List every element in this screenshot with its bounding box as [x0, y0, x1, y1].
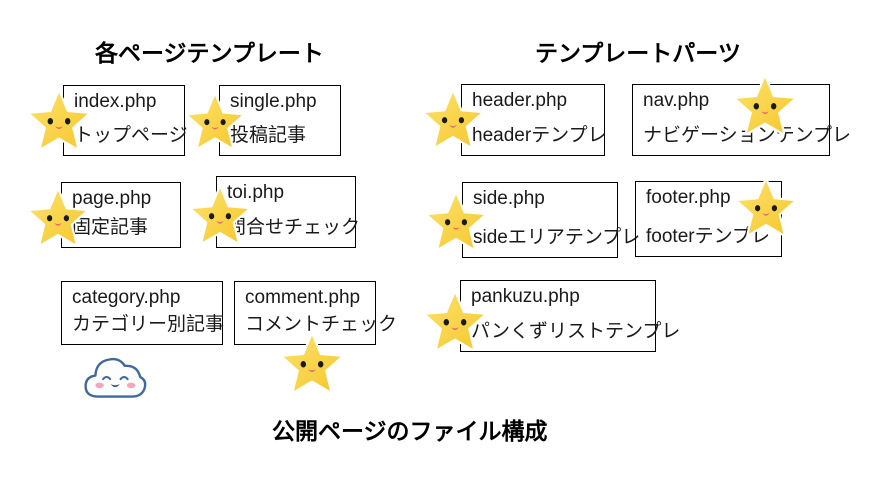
file-description: カテゴリー別記事 [72, 314, 225, 335]
file-card-pankuzu-php[interactable]: pankuzu.php パンくずリストテンプレ [460, 280, 680, 352]
file-description: 固定記事 [72, 217, 149, 238]
file-description: ナビゲーションテンプレ [643, 125, 852, 146]
file-card-toi-php[interactable]: toi.php 問合せチェック [216, 176, 360, 248]
file-card-nav-php[interactable]: nav.php ナビゲーションテンプレ [632, 84, 851, 156]
file-card-index-php[interactable]: index.php トップページ [63, 85, 188, 156]
file-card-header-php[interactable]: header.php headerテンプレ [461, 84, 607, 156]
file-description: 投稿記事 [230, 125, 307, 146]
file-card-page-php[interactable]: page.php 固定記事 [61, 182, 181, 248]
file-card-category-php[interactable]: category.php カテゴリー別記事 [61, 281, 225, 345]
file-name: single.php [230, 91, 317, 112]
diagram-caption: 公開ページのファイル構成 [272, 418, 548, 444]
file-name: pankuzu.php [471, 286, 580, 307]
column-heading-2: テンプレートパーツ [535, 40, 741, 66]
column-heading-1: 各ページテンプレート [95, 40, 324, 66]
file-card-single-php[interactable]: single.php 投稿記事 [219, 85, 341, 156]
file-card-side-php[interactable]: side.php sideエリアテンプレ [462, 182, 640, 258]
file-name: header.php [472, 90, 568, 111]
cloud-icon [80, 342, 150, 412]
file-name: nav.php [643, 90, 710, 111]
file-card-footer-php[interactable]: footer.php footerテンプレ [635, 181, 782, 257]
file-name: footer.php [646, 187, 731, 208]
file-description: sideエリアテンプレ [473, 227, 641, 248]
file-name: page.php [72, 188, 152, 209]
file-description: headerテンプレ [472, 125, 607, 146]
file-description: 問合せチェック [227, 217, 361, 238]
file-description: トップページ [74, 125, 188, 146]
file-description: footerテンプレ [646, 226, 771, 247]
file-name: category.php [72, 287, 181, 308]
file-name: side.php [473, 188, 545, 209]
file-name: toi.php [227, 182, 285, 203]
file-card-comment-php[interactable]: comment.php コメントチェック [234, 281, 397, 345]
file-name: comment.php [245, 287, 361, 308]
file-name: index.php [74, 91, 157, 112]
file-description: パンくずリストテンプレ [471, 321, 681, 342]
file-description: コメントチェック [245, 314, 398, 335]
